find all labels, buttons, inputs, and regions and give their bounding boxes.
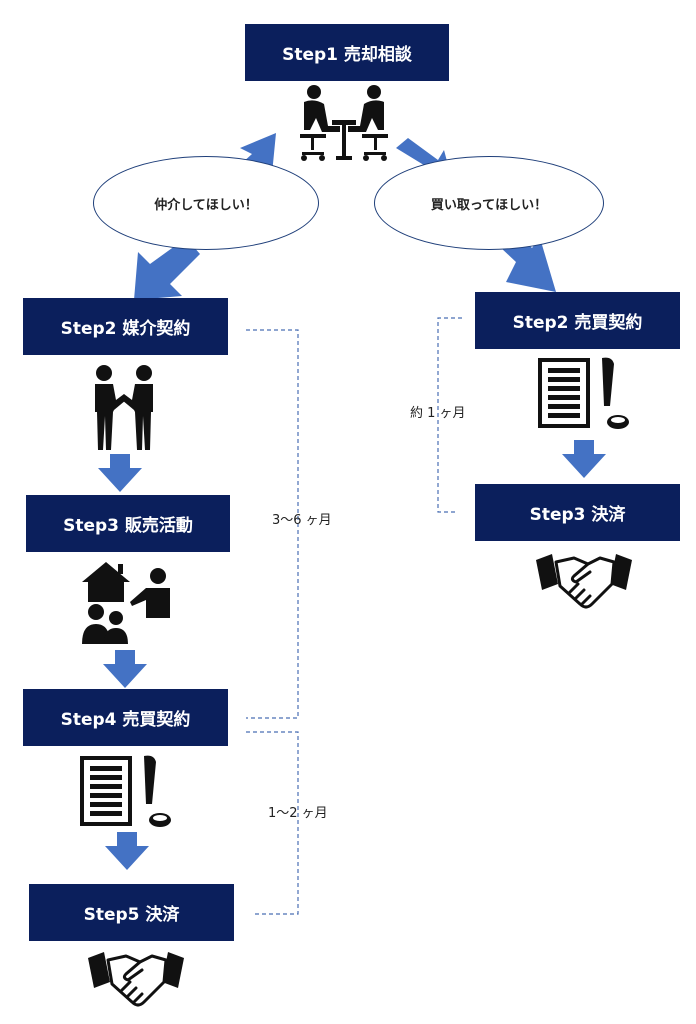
bracket-1-month: [437, 317, 462, 513]
step1-consultation-box: Step1 売却相談: [245, 24, 449, 81]
left-step4-box: Step4 売買契約: [23, 689, 228, 746]
two-people-handshake-icon: [95, 365, 153, 450]
right-step3-box: Step3 決済: [475, 484, 680, 541]
period-3-6-months: 3〜6 ヶ月: [272, 513, 332, 528]
period-1-2-months: 1〜2 ヶ月: [268, 806, 328, 821]
bracket-1-2-months: [246, 731, 299, 915]
contract-stamp-icon-left: [80, 755, 171, 827]
bracket-3-6-months: [246, 329, 299, 719]
handshake-icon-left: [88, 952, 184, 1007]
period-1-month: 約 1 ヶ月: [410, 406, 466, 421]
brokerage-bubble: 仲介してほしい！: [93, 156, 319, 250]
left-step5-box: Step5 決済: [29, 884, 234, 941]
meeting-icon: [300, 85, 388, 161]
right-step2-box: Step2 売買契約: [475, 292, 680, 349]
down-arrow-right-1: [562, 440, 606, 478]
sales-activity-icon: [82, 562, 170, 644]
left-step2-box: Step2 媒介契約: [23, 298, 228, 355]
down-arrow-left-1: [98, 454, 142, 492]
left-step3-box: Step3 販売活動: [26, 495, 230, 552]
down-arrow-left-2: [103, 650, 147, 688]
handshake-icon-right: [536, 554, 632, 609]
contract-stamp-icon-right: [538, 357, 629, 429]
down-arrow-left-3: [105, 832, 149, 870]
purchase-bubble: 買い取ってほしい！: [374, 156, 604, 250]
arrow-brokerage-to-step2: [134, 238, 200, 300]
